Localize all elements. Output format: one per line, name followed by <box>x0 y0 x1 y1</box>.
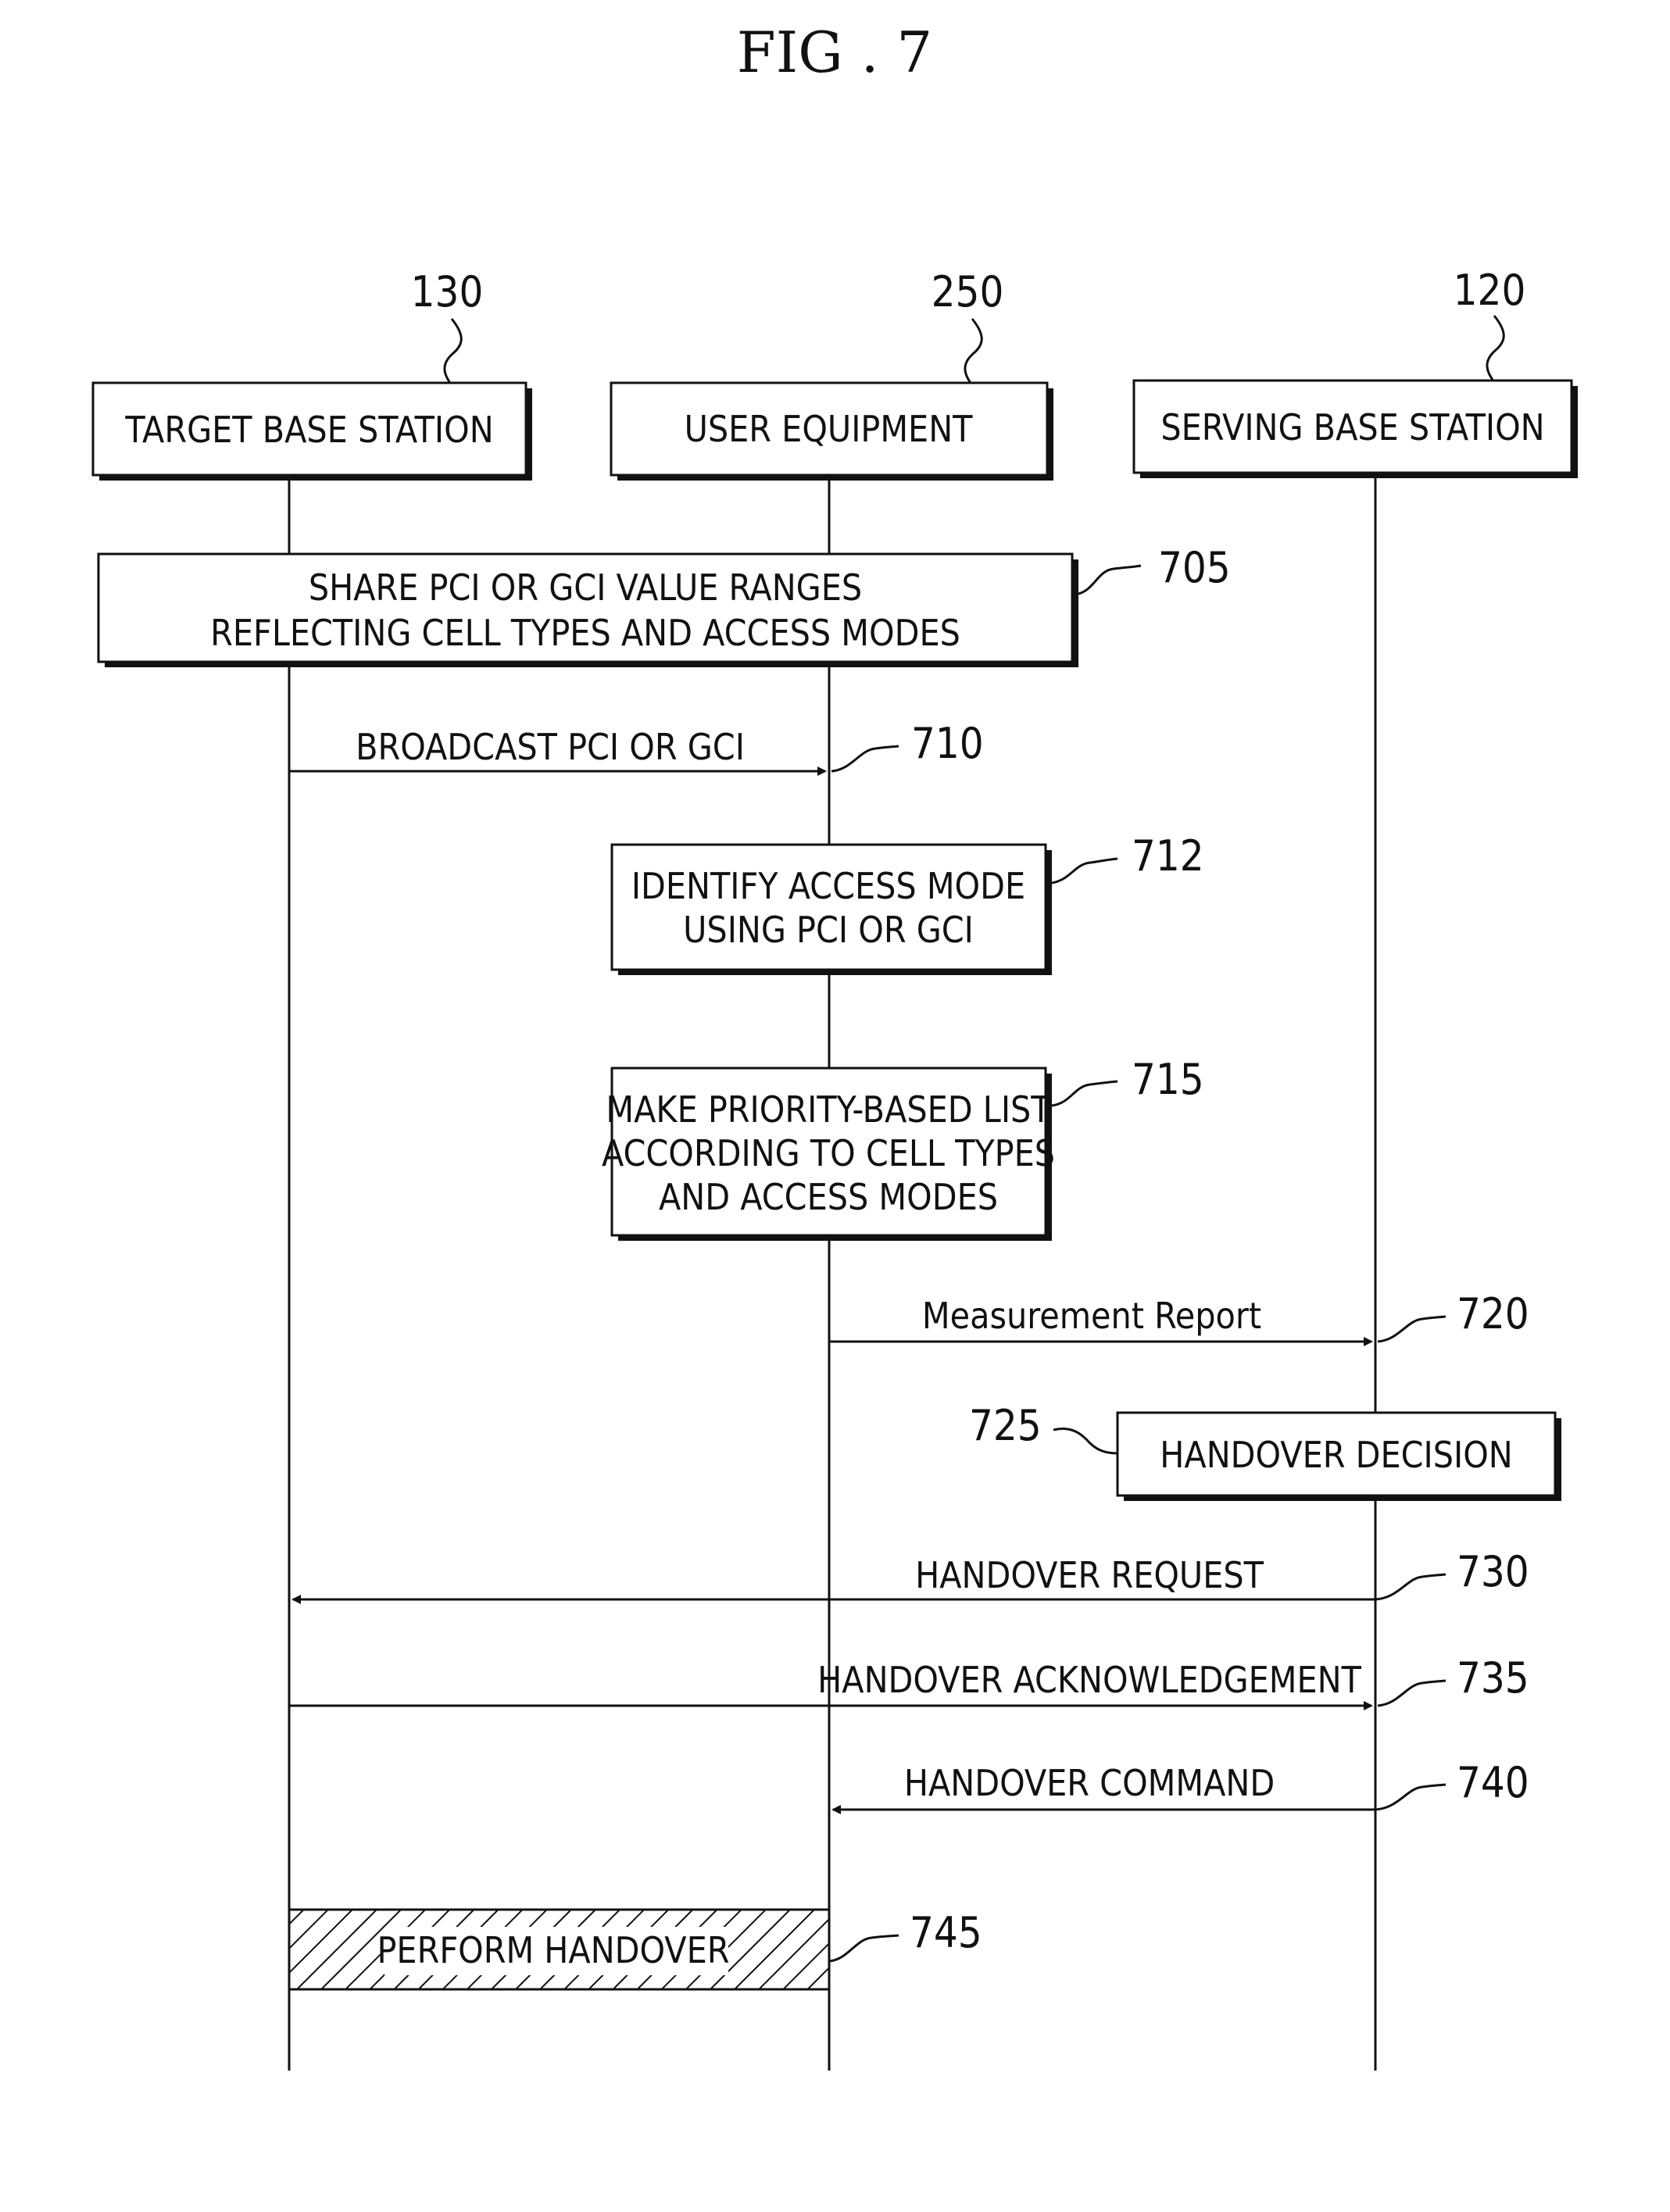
user-equipment-label: USER EQUIPMENT <box>685 408 974 450</box>
leader-725 <box>1053 1429 1118 1454</box>
leader-740 <box>1375 1785 1446 1810</box>
leader-745 <box>829 1935 899 1961</box>
message-740-label: HANDOVER COMMAND <box>904 1762 1275 1804</box>
step-712-line-2: USING PCI OR GCI <box>683 909 974 951</box>
ref-740: 740 <box>1457 1758 1529 1807</box>
message-735-label: HANDOVER ACKNOWLEDGEMENT <box>817 1659 1361 1701</box>
step-745-label: PERFORM HANDOVER <box>377 1929 729 1971</box>
step-712-box <box>612 845 1046 970</box>
leader-705 <box>1078 566 1141 594</box>
ref-725: 725 <box>969 1401 1042 1450</box>
step-705-line-1: SHARE PCI OR GCI VALUE RANGES <box>309 566 862 609</box>
step-705-line-2: REFLECTING CELL TYPES AND ACCESS MODES <box>210 612 960 654</box>
ref-705: 705 <box>1158 543 1231 592</box>
leader-120 <box>1487 316 1504 380</box>
ref-120: 120 <box>1454 266 1526 315</box>
leader-730 <box>1375 1574 1446 1599</box>
leader-250 <box>965 319 982 383</box>
leader-712 <box>1052 859 1118 883</box>
figure-title: FIG . 7 <box>737 20 932 85</box>
ref-130: 130 <box>411 267 484 316</box>
ref-730: 730 <box>1457 1547 1529 1596</box>
ref-710: 710 <box>911 719 984 768</box>
leader-130 <box>445 319 461 383</box>
ref-250: 250 <box>932 267 1004 316</box>
message-720-label: Measurement Report <box>922 1295 1261 1337</box>
leader-735 <box>1378 1681 1446 1706</box>
leader-715 <box>1052 1081 1118 1106</box>
step-715-line-3: AND ACCESS MODES <box>659 1176 998 1218</box>
step-715-line-2: ACCORDING TO CELL TYPES <box>602 1132 1055 1174</box>
ref-735: 735 <box>1457 1653 1529 1703</box>
ref-745: 745 <box>910 1908 982 1957</box>
message-710-label: BROADCAST PCI OR GCI <box>356 726 745 768</box>
ref-712: 712 <box>1132 831 1204 881</box>
target-base-station-label: TARGET BASE STATION <box>124 409 493 451</box>
leader-710 <box>831 746 899 771</box>
step-712-line-1: IDENTIFY ACCESS MODE <box>631 865 1025 907</box>
step-715-line-1: MAKE PRIORITY-BASED LIST <box>606 1088 1051 1131</box>
ref-720: 720 <box>1457 1289 1529 1338</box>
ref-715: 715 <box>1132 1055 1204 1104</box>
message-730-label: HANDOVER REQUEST <box>915 1554 1264 1596</box>
step-725-label: HANDOVER DECISION <box>1160 1434 1512 1476</box>
serving-base-station-label: SERVING BASE STATION <box>1160 406 1544 448</box>
leader-720 <box>1378 1317 1446 1342</box>
